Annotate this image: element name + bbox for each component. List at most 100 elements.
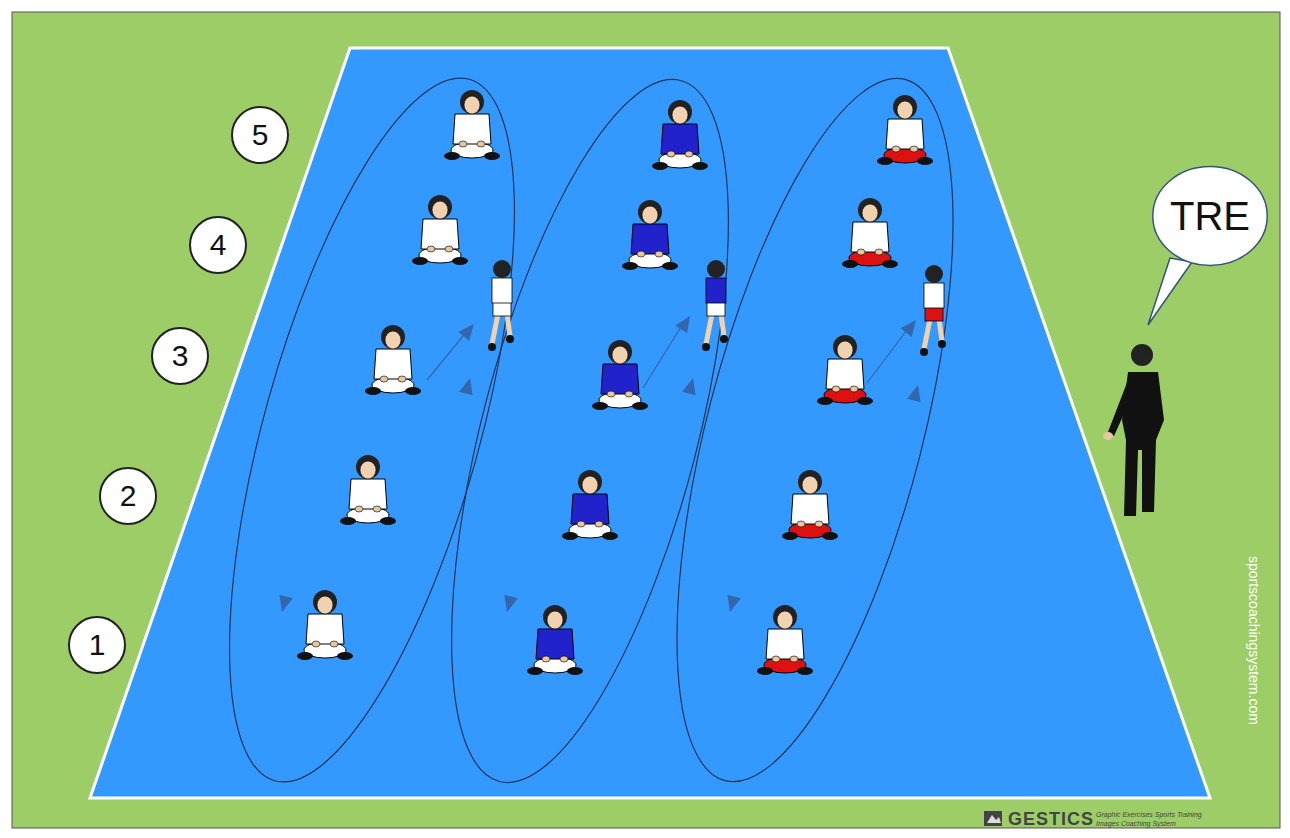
figure-part xyxy=(385,331,401,349)
figure-part xyxy=(882,260,898,268)
figure-part xyxy=(622,262,638,270)
figure-part xyxy=(707,260,725,278)
figure-part xyxy=(797,667,813,675)
figure-part xyxy=(356,455,380,479)
referee-figure xyxy=(1103,258,1192,516)
figure-part xyxy=(638,200,662,224)
arrow-head xyxy=(275,595,293,614)
figure-part xyxy=(938,340,946,348)
figure-part xyxy=(560,656,568,662)
figure-part xyxy=(427,246,435,252)
move-line xyxy=(867,326,910,383)
running-player xyxy=(702,260,728,351)
figure-part xyxy=(790,656,798,662)
figure-part xyxy=(312,641,320,647)
figure-part xyxy=(432,201,448,219)
sitting-player xyxy=(622,200,678,270)
player-figures xyxy=(275,90,946,675)
figure-part xyxy=(822,532,838,540)
figure-part xyxy=(782,532,798,540)
figure-part xyxy=(850,386,858,392)
figure-part xyxy=(877,157,893,165)
figure-part xyxy=(924,283,944,308)
figure-part xyxy=(910,146,918,152)
figure-part xyxy=(672,106,688,124)
figure-part xyxy=(488,343,496,351)
figure-part xyxy=(702,343,710,351)
sitting-player xyxy=(652,100,708,170)
arrow-head xyxy=(458,319,479,340)
move-line xyxy=(643,322,684,388)
callout-number: 1 xyxy=(68,616,126,674)
figure-part xyxy=(405,387,421,395)
running-player xyxy=(488,260,514,351)
figure-part xyxy=(453,114,491,144)
figure-part xyxy=(826,359,864,389)
sitting-player xyxy=(757,605,813,675)
figure-part xyxy=(543,605,567,629)
figure-part xyxy=(547,611,563,629)
figure-part xyxy=(925,265,943,283)
figure-part xyxy=(571,494,609,524)
figure-part xyxy=(721,314,724,336)
figure-part xyxy=(493,260,511,278)
figure-part xyxy=(313,590,337,614)
figure-part xyxy=(542,656,550,662)
arrow-head xyxy=(500,595,518,614)
figure-part xyxy=(791,494,829,524)
arrow-head xyxy=(723,595,741,614)
figure-part xyxy=(833,335,857,359)
figure-part xyxy=(773,605,797,629)
sitting-player xyxy=(365,325,421,395)
figure-part xyxy=(365,387,381,395)
figure-part xyxy=(493,302,511,316)
figure-part xyxy=(578,470,602,494)
figure-part xyxy=(642,206,658,224)
figure-part xyxy=(667,151,675,157)
figure-part xyxy=(757,667,773,675)
figure-part xyxy=(632,402,648,410)
speech-bubble: TRE xyxy=(1151,165,1269,267)
figure-part xyxy=(428,195,452,219)
figure-part xyxy=(612,346,628,364)
figure-part xyxy=(595,521,603,527)
figure-part xyxy=(337,652,353,660)
figure-part xyxy=(862,204,878,222)
figure-part xyxy=(720,335,728,343)
figure-part xyxy=(492,314,498,344)
figure-part xyxy=(707,302,725,316)
figure-part xyxy=(920,348,928,356)
figure-part xyxy=(297,652,313,660)
figure-part xyxy=(692,162,708,170)
figure-part xyxy=(939,319,942,341)
figure-part xyxy=(445,246,453,252)
callout-number: 2 xyxy=(99,467,157,525)
sitting-player xyxy=(877,95,933,165)
sitting-player xyxy=(782,470,838,540)
callout-text: 2 xyxy=(120,479,137,513)
figure-part xyxy=(567,667,583,675)
figure-part xyxy=(459,141,467,147)
figure-part xyxy=(452,257,468,265)
callout-text: 3 xyxy=(172,339,189,373)
figure-part xyxy=(360,461,376,479)
sitting-player xyxy=(817,335,873,405)
figure-part xyxy=(661,124,699,154)
watermark: sportscoachingsystem.com xyxy=(1246,556,1262,725)
figure-part xyxy=(602,532,618,540)
figure-part xyxy=(857,249,865,255)
sitting-player xyxy=(444,90,500,160)
figure-part xyxy=(897,101,913,119)
figure-part xyxy=(477,141,485,147)
arrow-head xyxy=(675,312,695,333)
running-player xyxy=(920,265,946,356)
callout-text: 5 xyxy=(252,118,269,152)
sitting-player xyxy=(592,340,648,410)
figure-part xyxy=(631,224,669,254)
figure-part xyxy=(380,517,396,525)
direction-arrows xyxy=(275,312,925,614)
arrow-head xyxy=(907,383,925,402)
figure-part xyxy=(582,476,598,494)
arrow-head xyxy=(901,316,922,337)
